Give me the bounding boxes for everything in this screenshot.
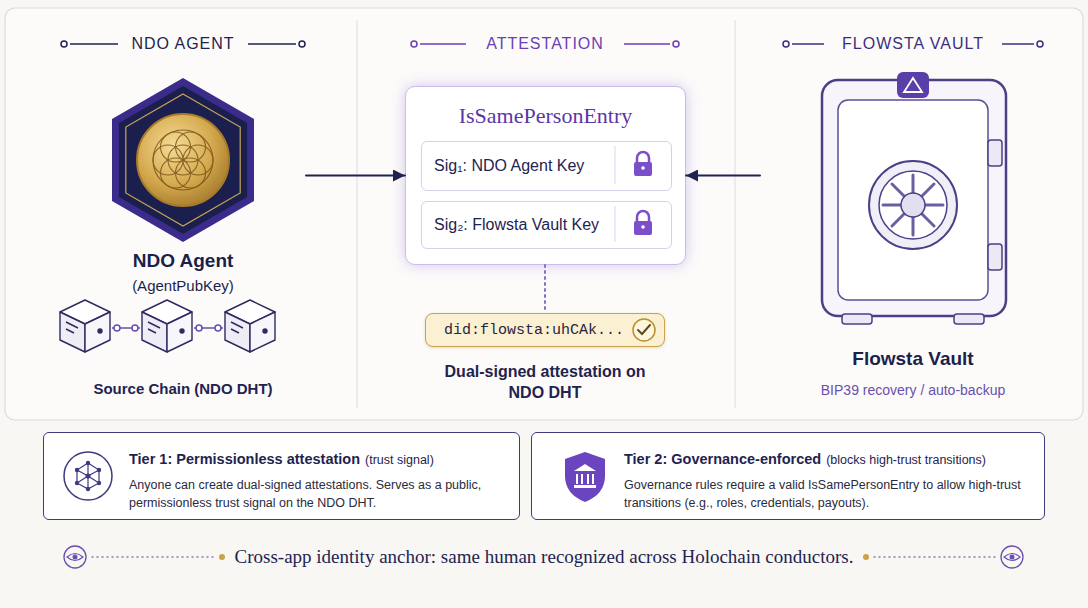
vault-safe [838, 100, 988, 300]
heading-ornament [61, 41, 67, 47]
attestation-box: IsSamePersonEntrySig₁: NDO Agent KeySig₂… [405, 86, 686, 265]
column-heading: FLOWSTA VAULT [842, 35, 984, 53]
footer-ornament [1010, 555, 1015, 560]
agent-hexagon [119, 86, 247, 234]
connector [686, 175, 760, 177]
chain-link [215, 325, 221, 331]
heading-ornament [783, 41, 789, 47]
node-title: Tier 1: Permissionless attestation [129, 451, 360, 467]
node-body: Anyone can create dual-signed attestatio… [129, 476, 509, 512]
chain-link [196, 325, 202, 331]
vault-node: Flowsta VaultBIP39 recovery / auto-backu… [760, 72, 1066, 398]
column-divider [357, 20, 735, 408]
chain-link [112, 325, 223, 331]
vault-safe [822, 80, 1006, 316]
agent-hexagon [137, 114, 229, 206]
footer-ornament [863, 554, 869, 560]
node-subtitle: BIP39 recovery / auto-backup [821, 382, 1005, 398]
heading-ornament [1002, 43, 1034, 45]
source-chain-cube [225, 312, 250, 352]
heading-ornament [420, 43, 466, 45]
agent-node: NDO Agent (AgentPubKey) [60, 78, 306, 294]
source-chain-cube [60, 300, 275, 352]
vault-safe [954, 314, 984, 324]
column-divider [356, 20, 357, 408]
flower-of-life [153, 130, 213, 190]
footer-ornament [1001, 546, 1023, 568]
heading-ornament [411, 41, 417, 47]
caption: Cross-app identity anchor: same human re… [235, 546, 854, 568]
tier-box: Tier 1: Permissionless attestation (trust… [43, 432, 520, 520]
footer-ornament [1004, 554, 1020, 561]
heading-ornament [624, 43, 670, 45]
source-chain-cube [85, 312, 110, 352]
node-body: Governance rules require a valid IsSameP… [624, 476, 1034, 512]
node-title: NDO Agent [133, 250, 234, 272]
signature-row: Sig₁: NDO Agent Key [421, 141, 672, 191]
vault-safe [901, 193, 925, 217]
source-chain-cube [142, 312, 167, 352]
heading-ornament [70, 43, 118, 45]
flower-of-life [153, 130, 213, 190]
footer-ornament [73, 555, 78, 560]
source-chain-cube [98, 329, 102, 333]
vault-safe [879, 171, 947, 239]
vault-safe [892, 184, 934, 226]
source-chain-cube [250, 312, 275, 352]
footer-ornament [874, 556, 995, 558]
heading-ornament [299, 41, 305, 47]
vault-safe [988, 140, 1002, 166]
source-chain-cube [180, 329, 184, 333]
column-divider [734, 20, 735, 408]
did-pill: did:flowsta:uhCAk... [425, 313, 665, 347]
heading-ornament [792, 43, 824, 45]
node-title: Sig₂: Flowsta Vault Key [434, 216, 599, 234]
vault-safe [904, 78, 922, 92]
column-heading: NDO AGENT [131, 35, 234, 53]
node-title: IsSamePersonEntry [406, 103, 685, 129]
node-title: Tier 2: Governance-enforced [624, 451, 821, 467]
node-title: Sig₁: NDO Agent Key [434, 157, 584, 175]
agent-hexagon [112, 78, 254, 242]
source-chain-cube [167, 312, 192, 352]
vault-safe [892, 184, 934, 226]
heading-ornament [248, 43, 296, 45]
attestation-note: Dual-signed attestation on NDO DHT [443, 361, 648, 403]
top-panel [5, 8, 1083, 420]
flower-of-life [161, 132, 191, 162]
heading-ornament [1037, 41, 1043, 47]
footer-ornament [67, 554, 83, 561]
node-subtitle: (trust signal) [365, 453, 434, 467]
source-chain-cube [60, 312, 85, 352]
node-title: did:flowsta:uhCAk... [444, 322, 624, 339]
heading-ornament [673, 41, 679, 47]
vault-safe [897, 72, 929, 98]
vault-safe [988, 244, 1002, 270]
vault-safe [869, 161, 957, 249]
tier-box: Tier 2: Governance-enforced (blocks high-… [531, 432, 1045, 520]
source-chain-cube [148, 322, 160, 333]
vault-safe [822, 72, 1006, 324]
chain-link [132, 325, 138, 331]
footer-ornament [92, 556, 215, 558]
source-chain-cube [231, 322, 243, 333]
vault-safe [883, 175, 943, 235]
signature-row: Sig₂: Flowsta Vault Key [421, 201, 672, 249]
footer-ornament [219, 554, 225, 560]
agent-hexagon [126, 94, 240, 226]
footer-ornament [64, 546, 86, 568]
column-heading: ATTESTATION [486, 35, 604, 53]
chain-label: Source Chain (NDO DHT) [93, 380, 272, 397]
node-subtitle: (blocks high-trust transitions) [826, 453, 986, 467]
agent-hexagon [112, 78, 254, 242]
chain-link [114, 325, 120, 331]
node-subtitle: (AgentPubKey) [132, 277, 234, 294]
connector [544, 265, 546, 313]
source-chain-cube [263, 329, 267, 333]
source-chain-cube [66, 322, 78, 333]
connector [306, 175, 405, 177]
footer-ornament [64, 546, 1023, 568]
vault-safe [842, 314, 872, 324]
node-title: Flowsta Vault [852, 348, 973, 370]
